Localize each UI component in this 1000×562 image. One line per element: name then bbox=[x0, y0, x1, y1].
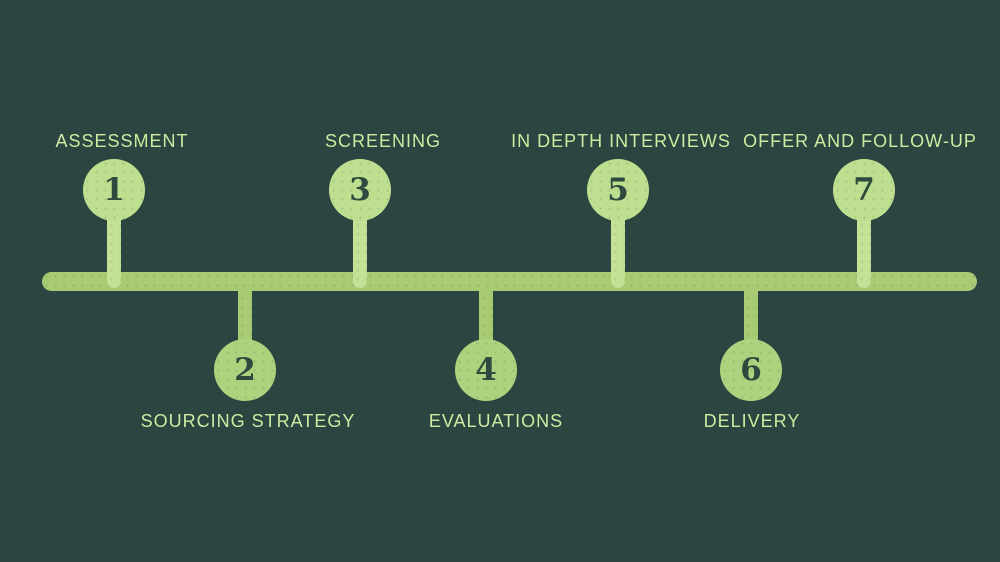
step-connector bbox=[611, 212, 625, 288]
step-circle: 5 bbox=[587, 159, 649, 221]
step-number: 2 bbox=[234, 351, 256, 388]
step-connector bbox=[238, 276, 252, 352]
step-connector bbox=[744, 276, 758, 352]
timeline-bar bbox=[42, 272, 977, 291]
step-number: 5 bbox=[607, 171, 629, 208]
step-number: 3 bbox=[349, 171, 371, 208]
step-connector bbox=[857, 212, 871, 288]
step-label: SCREENING bbox=[324, 131, 441, 151]
step-label: EVALUATIONS bbox=[428, 411, 564, 431]
step-label: IN DEPTH INTERVIEWS bbox=[511, 131, 731, 151]
step-circle: 7 bbox=[833, 159, 895, 221]
step-number: 6 bbox=[740, 351, 762, 388]
step-label: SOURCING STRATEGY bbox=[140, 411, 356, 431]
step-connector bbox=[479, 276, 493, 352]
step-circle: 3 bbox=[329, 159, 391, 221]
step-circle: 6 bbox=[720, 339, 782, 401]
step-number: 1 bbox=[103, 171, 125, 208]
step-label: OFFER AND FOLLOW-UP bbox=[743, 131, 977, 151]
step-circle: 1 bbox=[83, 159, 145, 221]
step-connector bbox=[107, 212, 121, 288]
step-label: DELIVERY bbox=[703, 411, 801, 431]
step-circle: 2 bbox=[214, 339, 276, 401]
step-number: 4 bbox=[475, 351, 497, 388]
step-number: 7 bbox=[853, 171, 875, 208]
step-label: ASSESSMENT bbox=[55, 131, 189, 151]
step-circle: 4 bbox=[455, 339, 517, 401]
step-connector bbox=[353, 212, 367, 288]
